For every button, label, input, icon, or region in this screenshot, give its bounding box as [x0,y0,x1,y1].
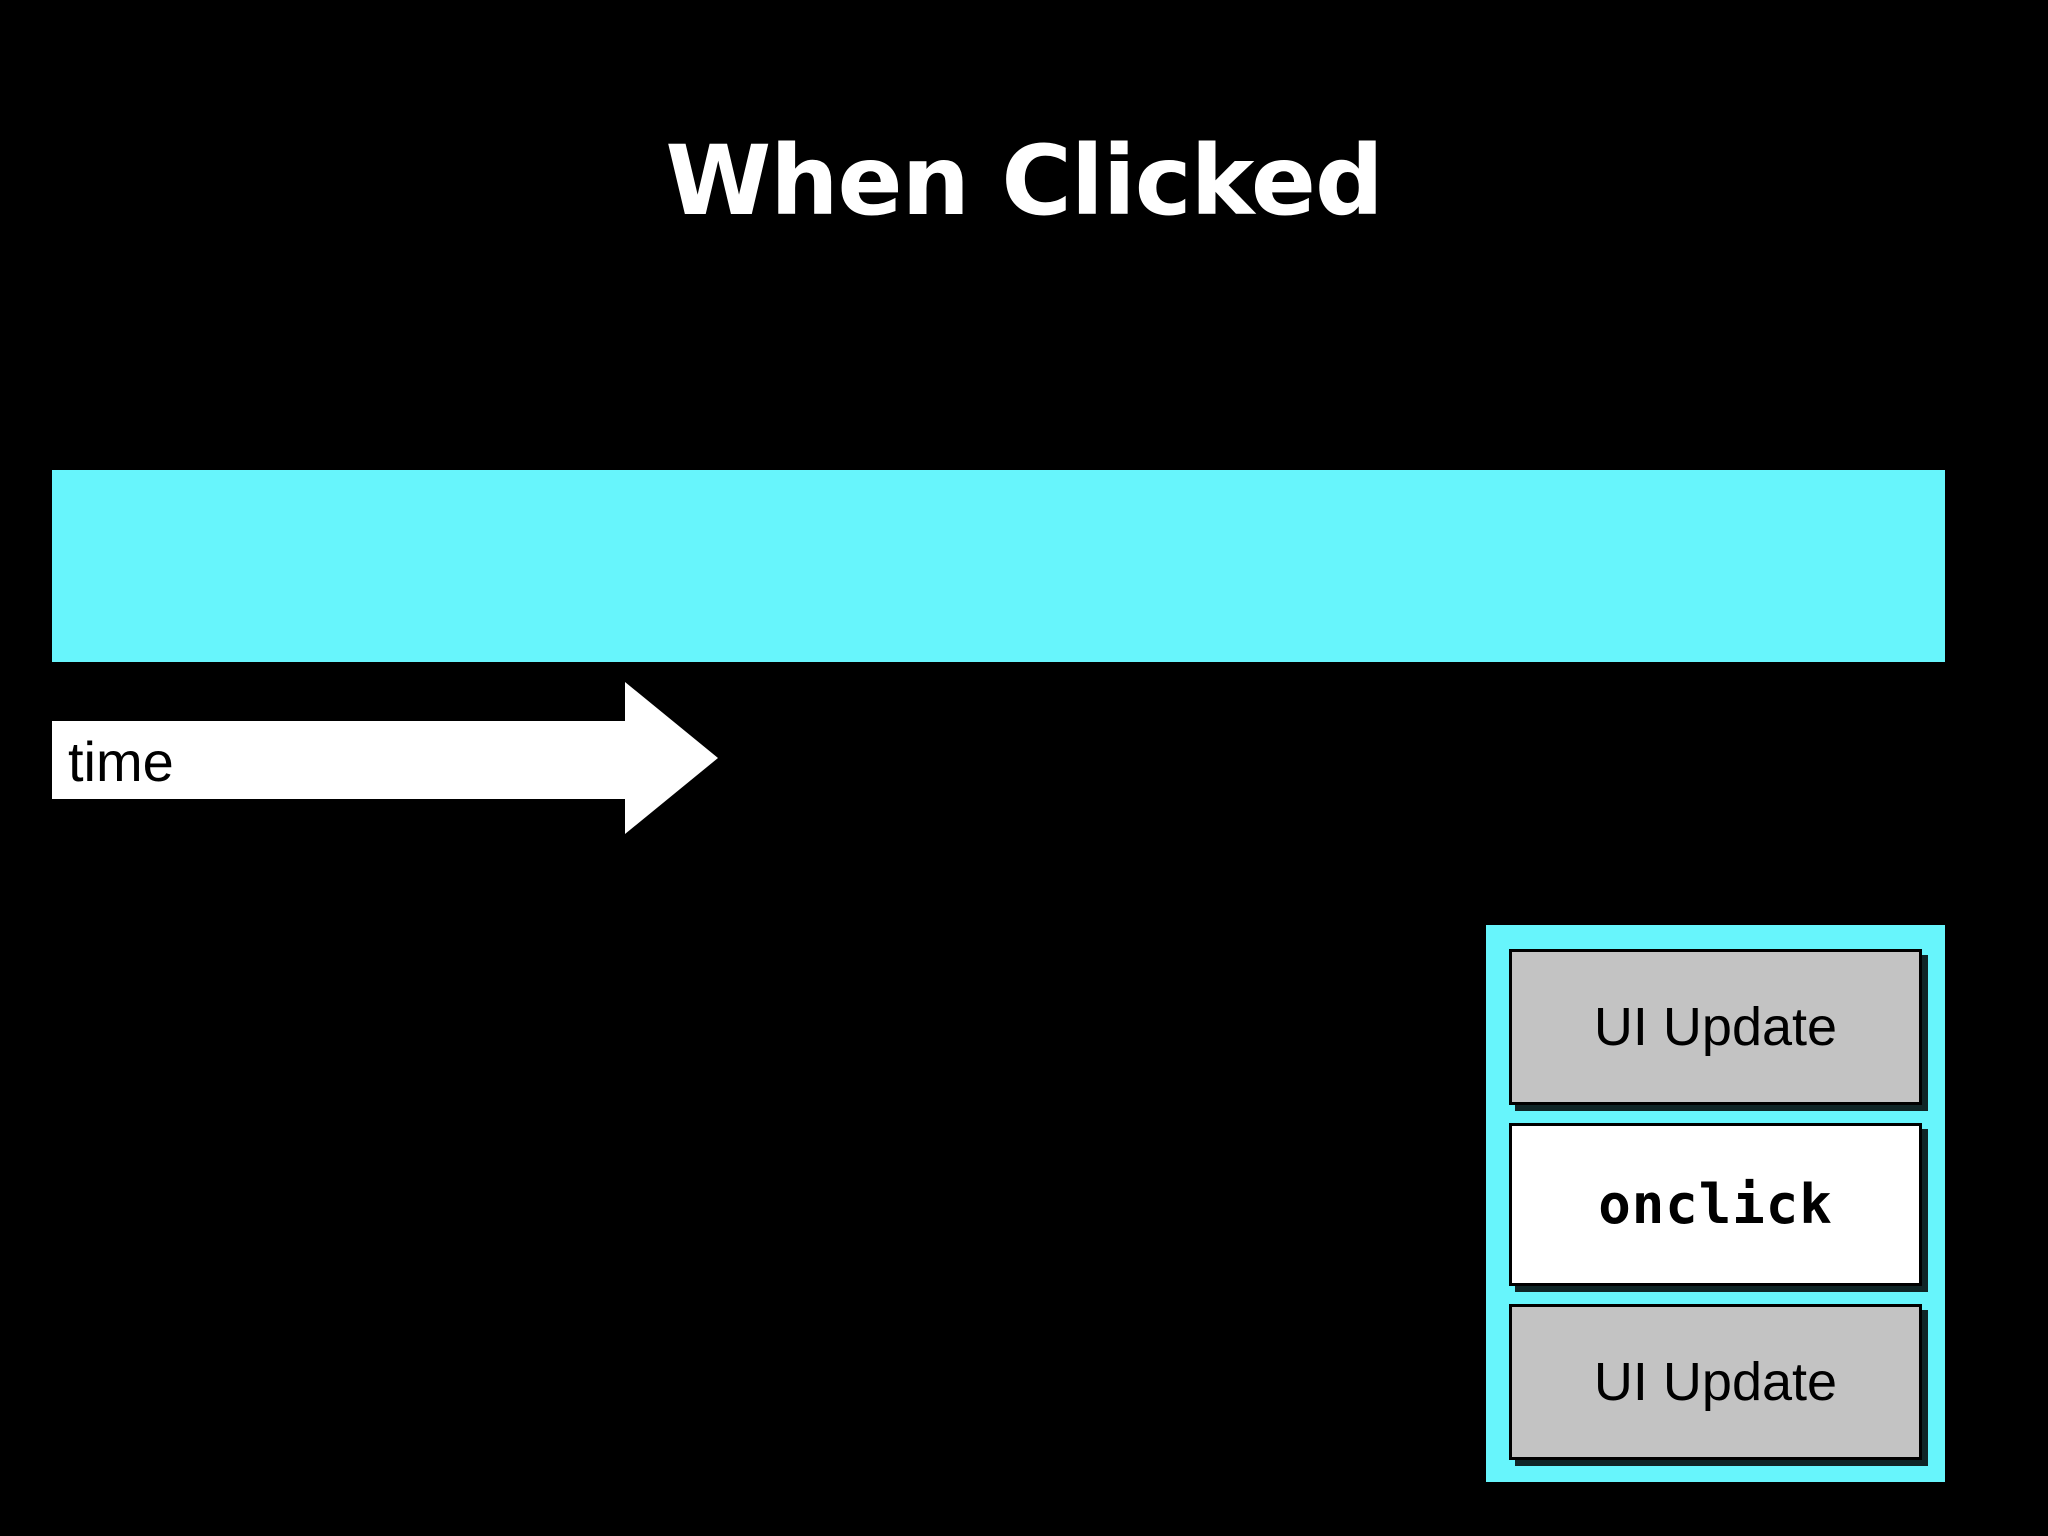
event-box-label: onclick [1598,1172,1833,1236]
event-box-ui-update-top: UI Update [1509,949,1922,1105]
arrow-head-icon [625,682,718,834]
page-title: When Clicked [665,125,1383,237]
event-stack: UI Update onclick UI Update [1486,925,1945,1482]
event-box-label: UI Update [1593,1352,1838,1412]
arrow-shaft [52,721,630,799]
timeline-bar [52,470,1945,662]
event-box-onclick-handler: onclick [1509,1123,1922,1286]
event-box-label: UI Update [1593,997,1838,1057]
time-axis-arrow: time [52,682,718,834]
time-axis-label: time [68,730,174,793]
event-box-ui-update-bottom: UI Update [1509,1304,1922,1460]
